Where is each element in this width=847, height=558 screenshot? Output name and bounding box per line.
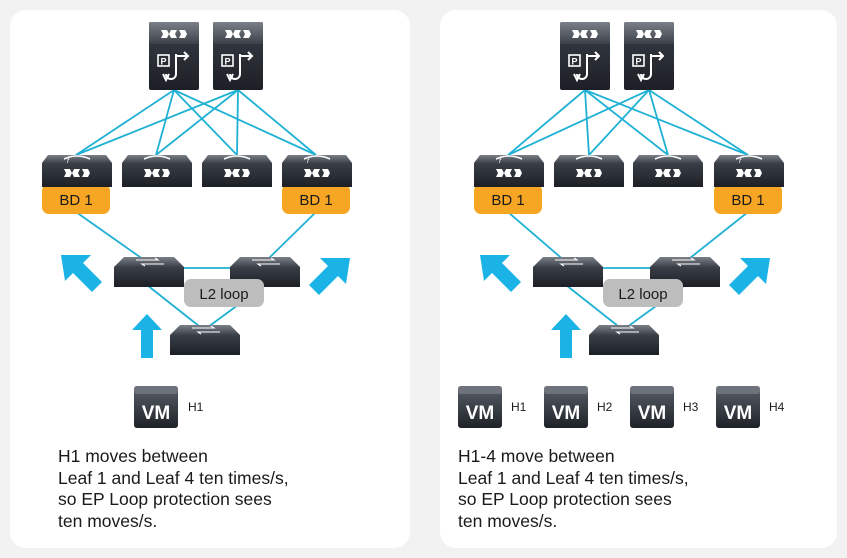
svg-text:P: P <box>636 57 642 67</box>
vm-icon: VM <box>458 386 502 428</box>
right-caption: H1-4 move between Leaf 1 and Leaf 4 ten … <box>458 446 689 531</box>
move-arrow-icon <box>551 314 581 358</box>
vm-icon: VM <box>716 386 760 428</box>
svg-text:f: f <box>67 158 70 165</box>
access-switch-icon <box>533 257 603 287</box>
move-arrow-icon <box>61 255 102 292</box>
vm-icon: VM <box>134 386 178 428</box>
loop-badge: L2 loop <box>184 279 264 307</box>
bd-badge: BD 1 <box>282 184 350 214</box>
leaf-switch-icon: f <box>42 155 112 187</box>
left-caption: H1 moves between Leaf 1 and Leaf 4 ten t… <box>58 446 289 531</box>
move-arrow-icon <box>729 258 770 295</box>
bd-badge: BD 1 <box>42 184 110 214</box>
host-label: H4 <box>769 400 785 414</box>
access-switch-icon <box>589 325 659 355</box>
leaf-switch-icon: f <box>714 155 784 187</box>
bd-badge: BD 1 <box>474 184 542 214</box>
move-arrow-icon <box>309 258 350 295</box>
vm-tag: VM <box>552 403 581 424</box>
host-label: H1 <box>188 400 204 414</box>
spine-switch-icon: P <box>213 22 263 90</box>
vm-tag: VM <box>638 403 667 424</box>
svg-text:f: f <box>499 158 502 165</box>
vm-tag: VM <box>142 403 171 424</box>
svg-text:P: P <box>161 57 167 67</box>
host-label: H3 <box>683 400 699 414</box>
vm-icon: VM <box>544 386 588 428</box>
move-arrow-icon <box>480 255 521 292</box>
leaf-switch-icon <box>554 155 624 187</box>
host-label: H2 <box>597 400 613 414</box>
svg-text:P: P <box>225 57 231 67</box>
loop-label: L2 loop <box>618 286 667 303</box>
bd-label: BD 1 <box>731 192 764 209</box>
host-label: H1 <box>511 400 527 414</box>
vm-tag: VM <box>466 403 495 424</box>
access-switch-icon <box>114 257 184 287</box>
svg-text:f: f <box>739 158 742 165</box>
move-arrow-icon <box>132 314 162 358</box>
loop-badge: L2 loop <box>603 279 683 307</box>
bd-label: BD 1 <box>491 192 524 209</box>
vm-tag: VM <box>724 403 753 424</box>
leaf-switch-icon <box>633 155 703 187</box>
leaf-switch-icon <box>122 155 192 187</box>
access-switch-icon <box>170 325 240 355</box>
loop-label: L2 loop <box>199 286 248 303</box>
bd-label: BD 1 <box>59 192 92 209</box>
left-links <box>75 89 317 331</box>
leaf-switch-icon <box>202 155 272 187</box>
right-links <box>507 89 749 331</box>
spine-switch-icon: P <box>624 22 674 90</box>
bd-label: BD 1 <box>299 192 332 209</box>
leaf-switch-icon: f <box>474 155 544 187</box>
vm-icon: VM <box>630 386 674 428</box>
bd-badge: BD 1 <box>714 184 782 214</box>
svg-text:f: f <box>307 158 310 165</box>
svg-text:P: P <box>572 57 578 67</box>
leaf-switch-icon: f <box>282 155 352 187</box>
spine-switch-icon: P <box>149 22 199 90</box>
spine-switch-icon: P <box>560 22 610 90</box>
